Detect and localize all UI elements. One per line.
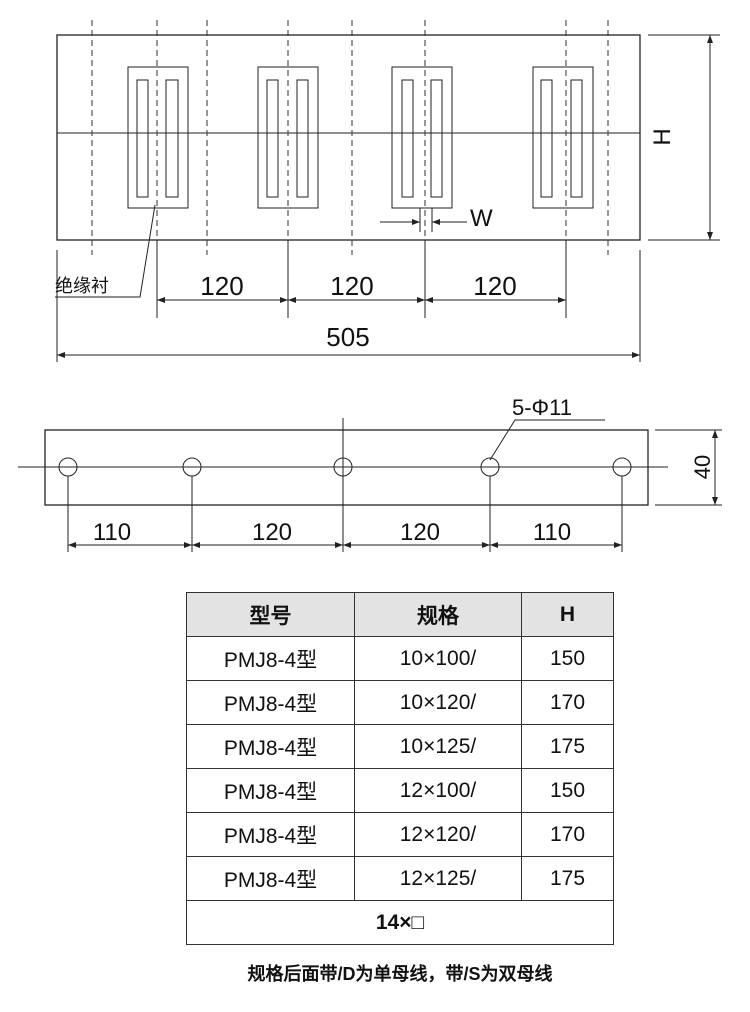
h-cell: 175: [521, 724, 614, 769]
model-cell: PMJ8-4型: [186, 812, 355, 857]
width-label: W: [470, 205, 493, 232]
insulator-label: 绝缘衬: [55, 276, 109, 296]
spacing-label: 120: [252, 519, 292, 546]
busbar-plate-outline: [56, 34, 641, 241]
h-cell: 175: [521, 856, 614, 901]
spacing-label: 110: [93, 519, 131, 546]
height-label: H: [649, 128, 676, 145]
insulator-1: [127, 66, 189, 209]
bottom-view: 5-Φ11 40 110 120 120 110: [18, 395, 722, 552]
plate-height-label: 40: [690, 455, 715, 479]
model-cell: PMJ8-4型: [186, 856, 355, 901]
header-spec: 规格: [354, 592, 522, 637]
model-cell: PMJ8-4型: [186, 636, 355, 681]
insulator-2: [257, 66, 319, 209]
model-cell: PMJ8-4型: [186, 724, 355, 769]
spec-cell: 10×120/: [354, 680, 522, 725]
model-cell: PMJ8-4型: [186, 768, 355, 813]
h-cell: 150: [521, 636, 614, 681]
spacing-label: 110: [533, 519, 571, 546]
spec-cell: 10×125/: [354, 724, 522, 769]
pitch-label: 120: [200, 271, 243, 301]
header-h: H: [521, 592, 614, 637]
pitch-label: 120: [330, 271, 373, 301]
h-cell: 170: [521, 812, 614, 857]
h-cell: 150: [521, 768, 614, 813]
spec-cell: 10×100/: [354, 636, 522, 681]
top-view: 120 120 120 505 H W 绝缘衬: [55, 20, 720, 362]
pitch-label: 120: [473, 271, 516, 301]
insulator-3: [391, 66, 453, 209]
note: 规格后面带/D为单母线，带/S为双母线: [247, 964, 553, 984]
hole-label: 5-Φ11: [512, 395, 572, 420]
spec-cell: 12×125/: [354, 856, 522, 901]
table-footer-row: 14×□: [186, 900, 614, 945]
footer-cell: 14×□: [186, 900, 614, 945]
spec-cell: 12×120/: [354, 812, 522, 857]
header-model: 型号: [186, 592, 355, 637]
spacing-label: 120: [400, 519, 440, 546]
total-length-label: 505: [326, 322, 369, 352]
spec-cell: 12×100/: [354, 768, 522, 813]
insulator-4: [532, 66, 594, 209]
model-cell: PMJ8-4型: [186, 680, 355, 725]
h-cell: 170: [521, 680, 614, 725]
